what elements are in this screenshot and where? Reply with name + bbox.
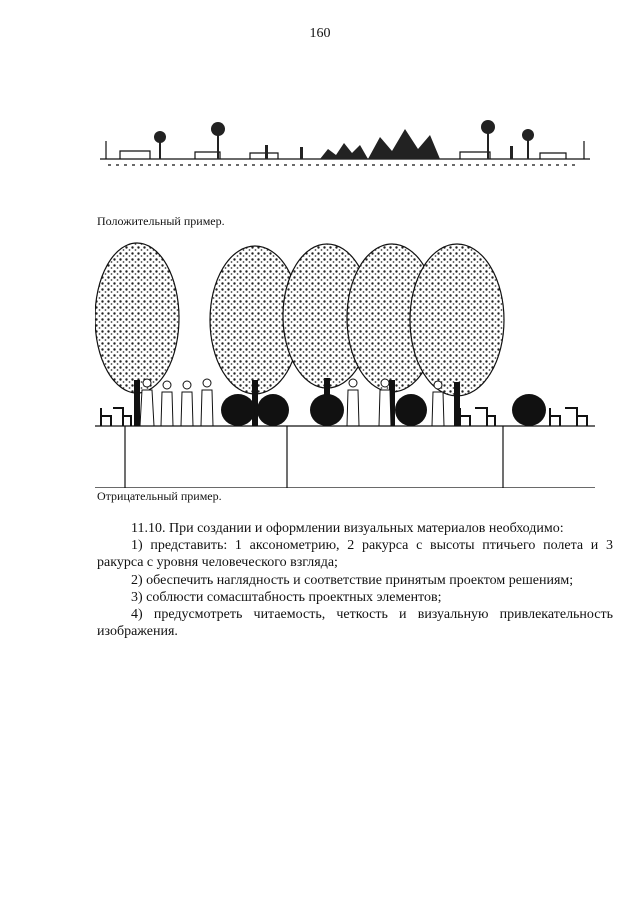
caption-negative-example: Отрицательный пример. <box>97 489 222 503</box>
trees-illustration <box>95 242 595 488</box>
paragraph-item-4: 4) предусмотреть читаемость, четкость и … <box>97 607 613 640</box>
paragraph-item-3: 3) соблюсти сомасштабность проектных эле… <box>131 589 442 605</box>
paragraph-item-2: 2) обеспечить наглядность и соответствие… <box>131 572 574 588</box>
caption-positive-example: Положительный пример. <box>97 214 225 228</box>
body-text: 11.10. При создании и оформлении визуаль… <box>97 520 613 640</box>
page-number: 160 <box>309 26 331 41</box>
street-section-drawing <box>100 120 590 166</box>
paragraph-item-1: 1) представить: 1 аксонометрию, 2 ракурс… <box>97 538 613 571</box>
paragraph-heading: 11.10. При создании и оформлении визуаль… <box>131 521 564 536</box>
